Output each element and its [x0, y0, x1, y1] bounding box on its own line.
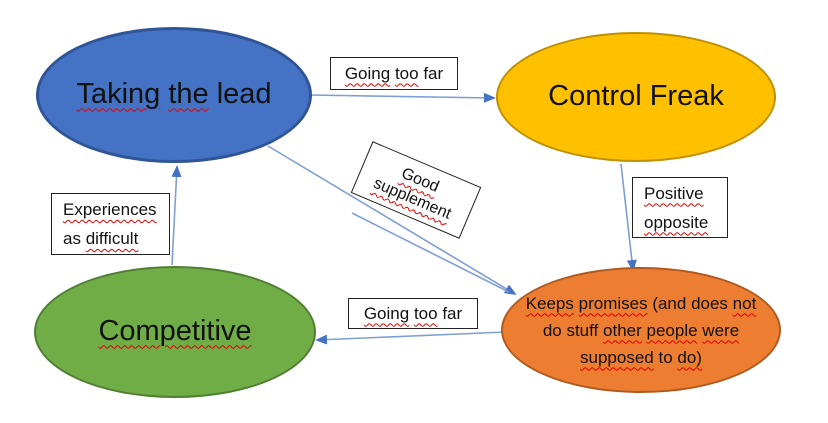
label-experiences-as-difficult: Experiences as difficult	[51, 193, 170, 255]
label-experiences-line1: Experiences	[63, 200, 157, 219]
node-competitive-label: Competitive	[98, 315, 252, 348]
node-taking-the-lead: Taking the lead	[36, 27, 312, 163]
keeps-promises-line-3: supposed to do)	[580, 347, 702, 367]
connector-lead-to-controlfreak	[308, 92, 496, 103]
label-positive-line1: Positive	[644, 183, 704, 203]
connector-lead-to-keepspromises	[267, 145, 517, 296]
node-taking-the-lead-label: Taking the lead	[76, 78, 272, 111]
connector-keepspromises-to-competitive	[315, 331, 507, 345]
connector-competitive-to-lead	[171, 165, 182, 266]
node-competitive: Competitive	[34, 266, 316, 398]
keeps-promises-line-1: Keeps promises (and does not	[525, 293, 757, 313]
connector-controlfreak-to-keepspromises	[620, 163, 637, 272]
label-going-too-far-top-text: Going too far	[344, 63, 444, 83]
keeps-promises-line-2: do stuff other people were	[542, 320, 740, 340]
label-positive-opposite: Positive opposite	[632, 177, 728, 238]
label-experiences-line2: as difficult	[63, 229, 139, 248]
label-going-too-far-bottom-text: Going too far	[363, 303, 463, 323]
node-control-freak: Control Freak	[496, 32, 776, 162]
node-keeps-promises-label: Keeps promises (and does not do stuff ot…	[526, 290, 757, 371]
label-going-too-far-bottom: Going too far	[348, 298, 478, 329]
node-keeps-promises: Keeps promises (and does not do stuff ot…	[501, 267, 781, 393]
label-going-too-far-top: Going too far	[330, 57, 458, 90]
connector-supplement-to-keepspromises	[351, 212, 510, 293]
label-positive-line2: opposite	[644, 212, 709, 232]
node-control-freak-label: Control Freak	[548, 80, 724, 113]
